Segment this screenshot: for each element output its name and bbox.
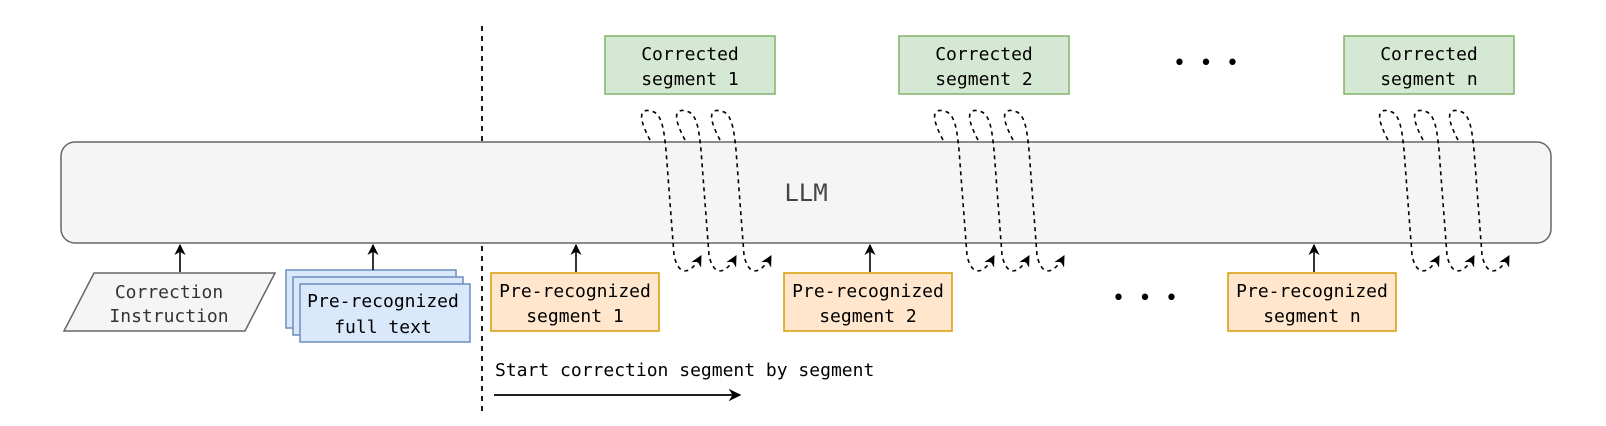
segment-1-output-line2: segment 1 bbox=[641, 69, 739, 90]
instruction-label-line1: Correction bbox=[115, 282, 223, 303]
segment-2-output-line1: Corrected bbox=[935, 44, 1033, 65]
segment-2-input-box bbox=[783, 272, 953, 332]
instruction-shape bbox=[62, 272, 277, 332]
input-ellipsis: • • • bbox=[1112, 286, 1178, 311]
segment-2-input-line2: segment 2 bbox=[819, 306, 917, 327]
segment-1-input-line1: Pre-recognized bbox=[499, 281, 651, 302]
segment-2-output-line2: segment 2 bbox=[935, 69, 1033, 90]
fulltext-label-line2: full text bbox=[334, 317, 432, 338]
segment-n-input-box bbox=[1227, 272, 1397, 332]
segment-n-output-box bbox=[1343, 35, 1515, 95]
segment-1-input-line2: segment 1 bbox=[526, 306, 624, 327]
caption: Start correction segment by segment bbox=[495, 360, 874, 381]
llm-block bbox=[60, 141, 1552, 244]
fulltext-stack bbox=[285, 269, 471, 343]
segment-1-output-line1: Corrected bbox=[641, 44, 739, 65]
segment-n-input-line1: Pre-recognized bbox=[1236, 281, 1388, 302]
segment-1-output-box bbox=[604, 35, 776, 95]
segment-n-output-line2: segment n bbox=[1380, 69, 1478, 90]
segment-1-input-box bbox=[490, 272, 660, 332]
segment-2-output-box bbox=[898, 35, 1070, 95]
instruction-label-line2: Instruction bbox=[109, 306, 228, 327]
output-ellipsis: • • • bbox=[1173, 51, 1239, 76]
fulltext-label-line1: Pre-recognized bbox=[307, 291, 459, 312]
segment-n-input-line2: segment n bbox=[1263, 306, 1361, 327]
llm-label: LLM bbox=[784, 179, 827, 207]
segment-2-input-line1: Pre-recognized bbox=[792, 281, 944, 302]
segment-n-output-line1: Corrected bbox=[1380, 44, 1478, 65]
